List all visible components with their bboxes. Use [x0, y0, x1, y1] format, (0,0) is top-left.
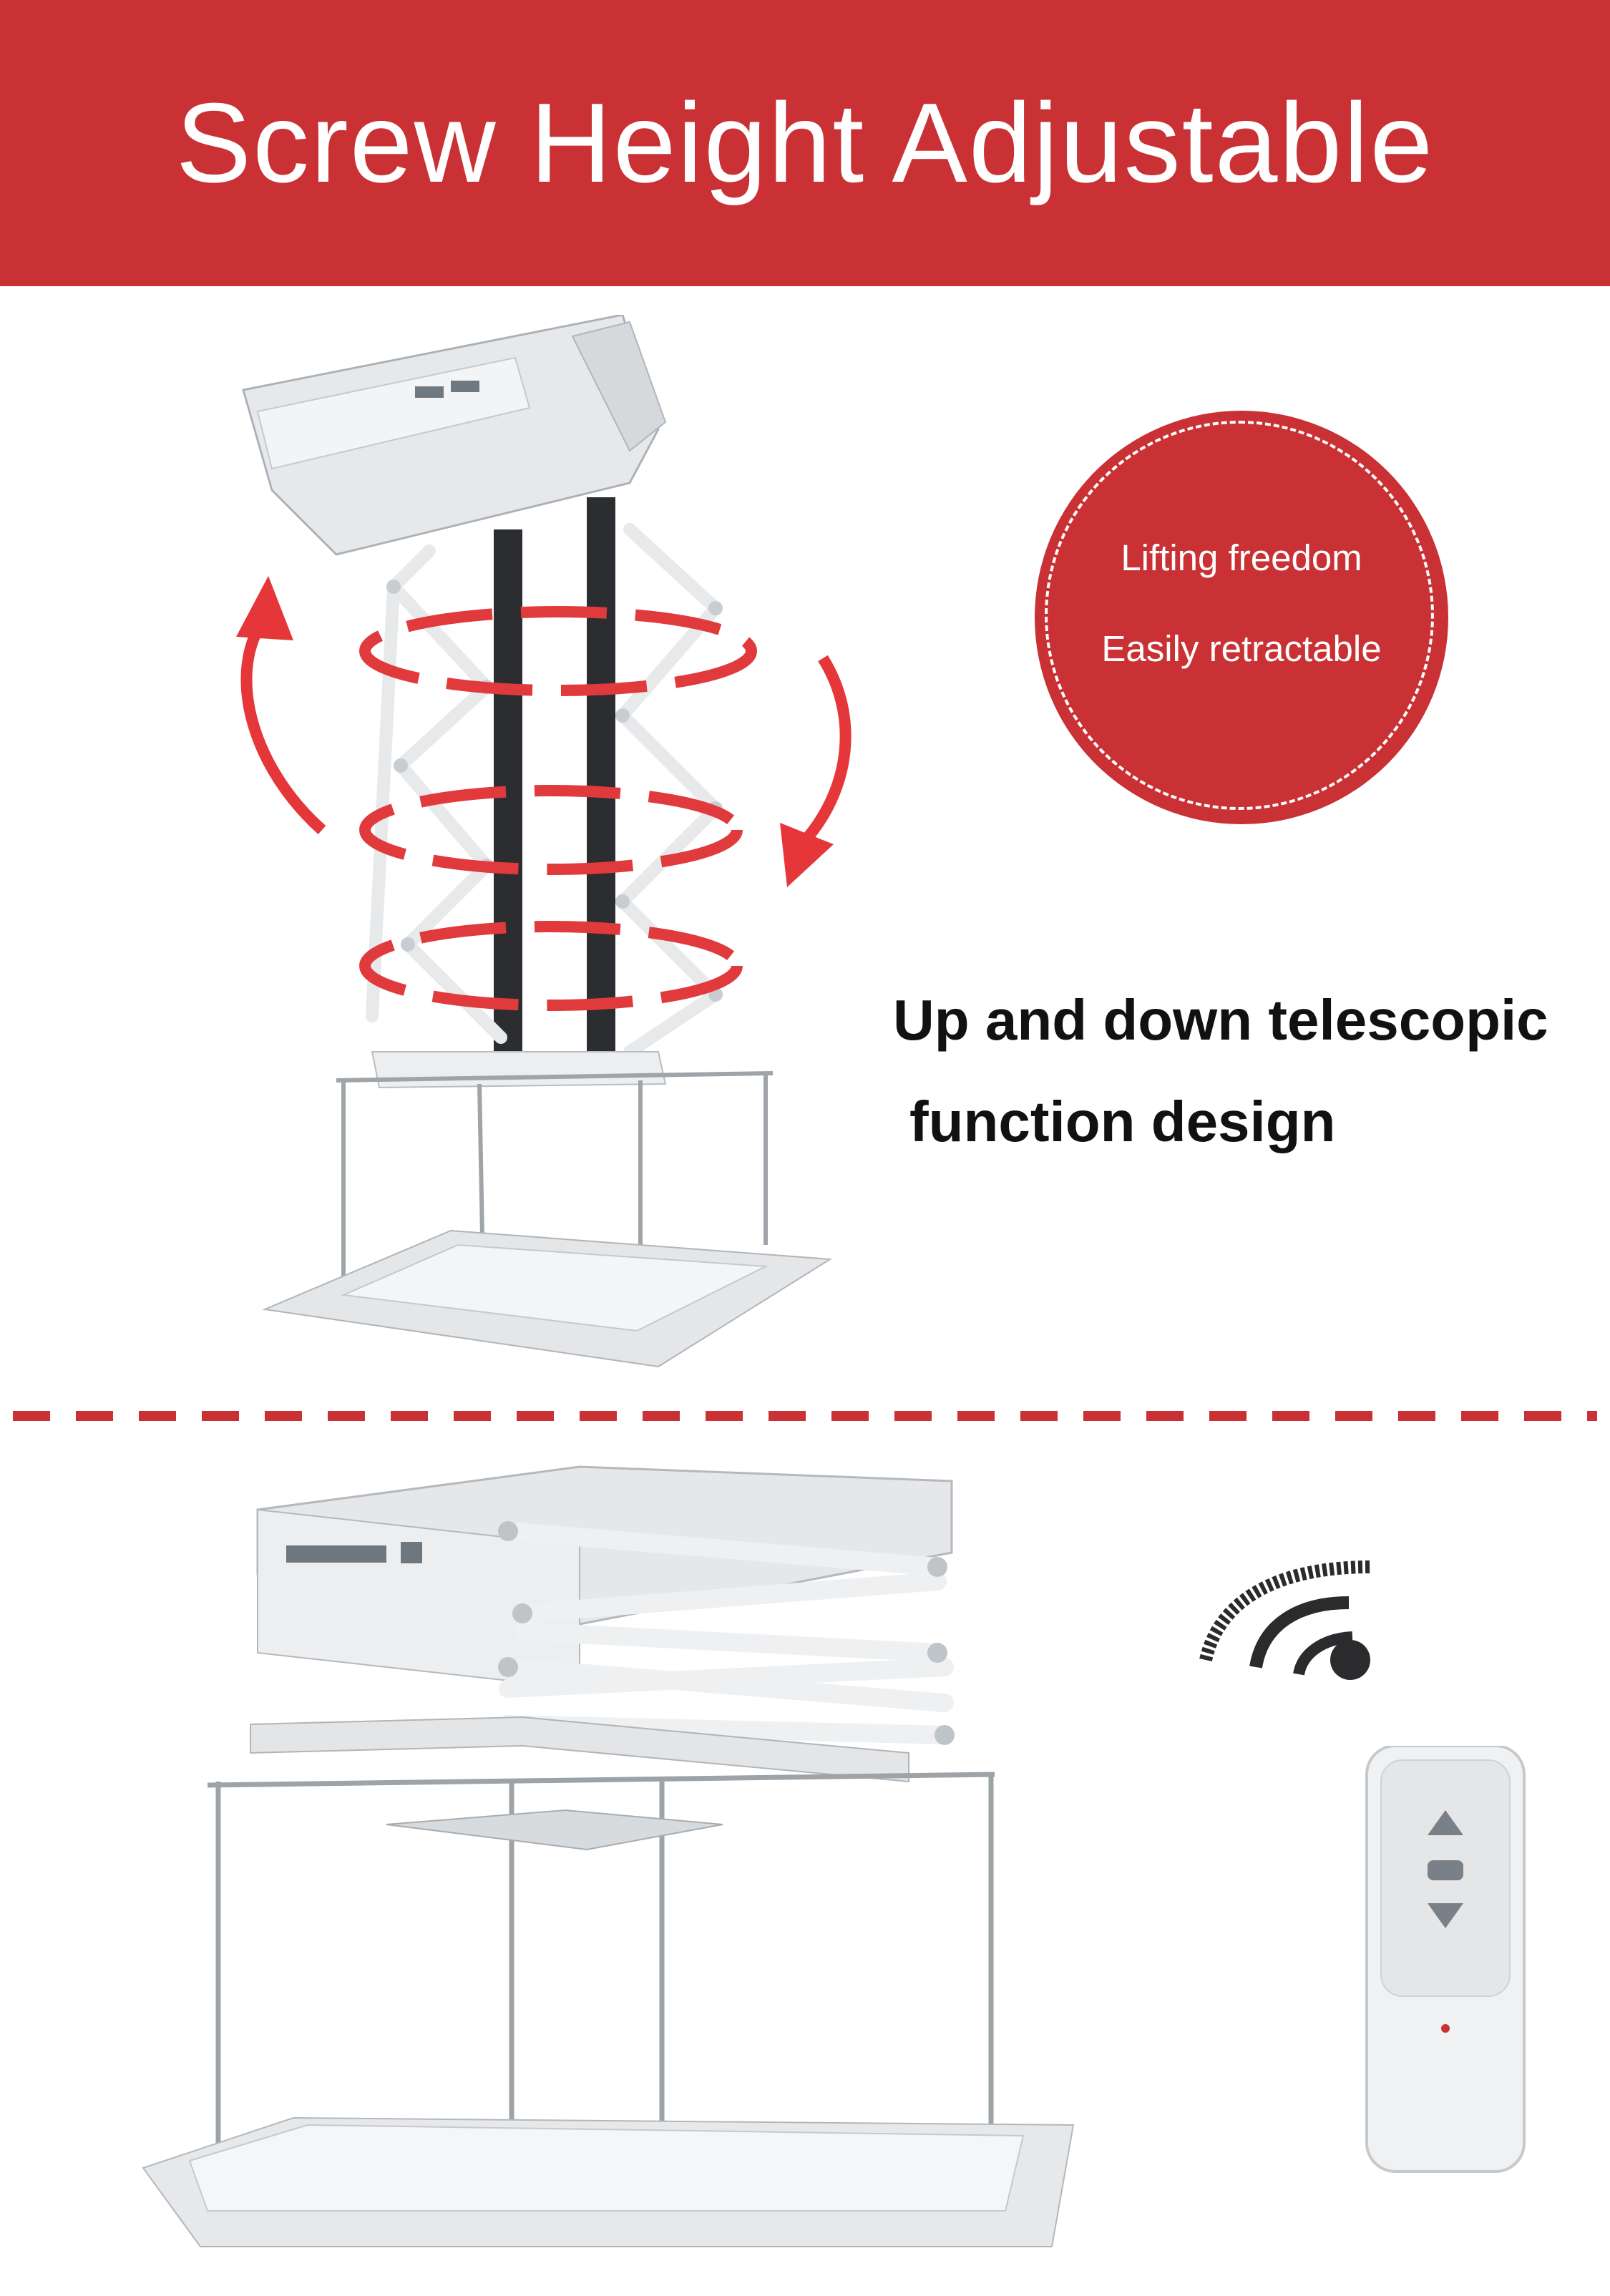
- remote-control-image: [1365, 1746, 1526, 2173]
- banner-title: Screw Height Adjustable: [175, 79, 1435, 206]
- remote-down-button: [1428, 1903, 1463, 1928]
- extended-lift-image: [236, 315, 852, 1368]
- dashed-divider: [13, 1411, 1597, 1421]
- feature-text-line-2: function design: [909, 1090, 1336, 1153]
- badge-line-lifting: Lifting freedom: [1121, 537, 1362, 578]
- title-banner: Screw Height Adjustable: [0, 0, 1610, 286]
- remote-up-button: [1428, 1810, 1463, 1835]
- feature-text-line-1: Up and down telescopic: [893, 988, 1548, 1052]
- badge-line-retractable: Easily retractable: [1101, 628, 1382, 669]
- feature-badge: Lifting freedom Easily retractable: [1035, 411, 1448, 824]
- rotate-arrows-icon: [236, 576, 852, 887]
- retracted-lift-image: [142, 1465, 1075, 2247]
- wireless-signal-icon: [1199, 1560, 1371, 1680]
- badge-dashed-ring: [1045, 421, 1434, 810]
- remote-stop-button: [1428, 1860, 1463, 1880]
